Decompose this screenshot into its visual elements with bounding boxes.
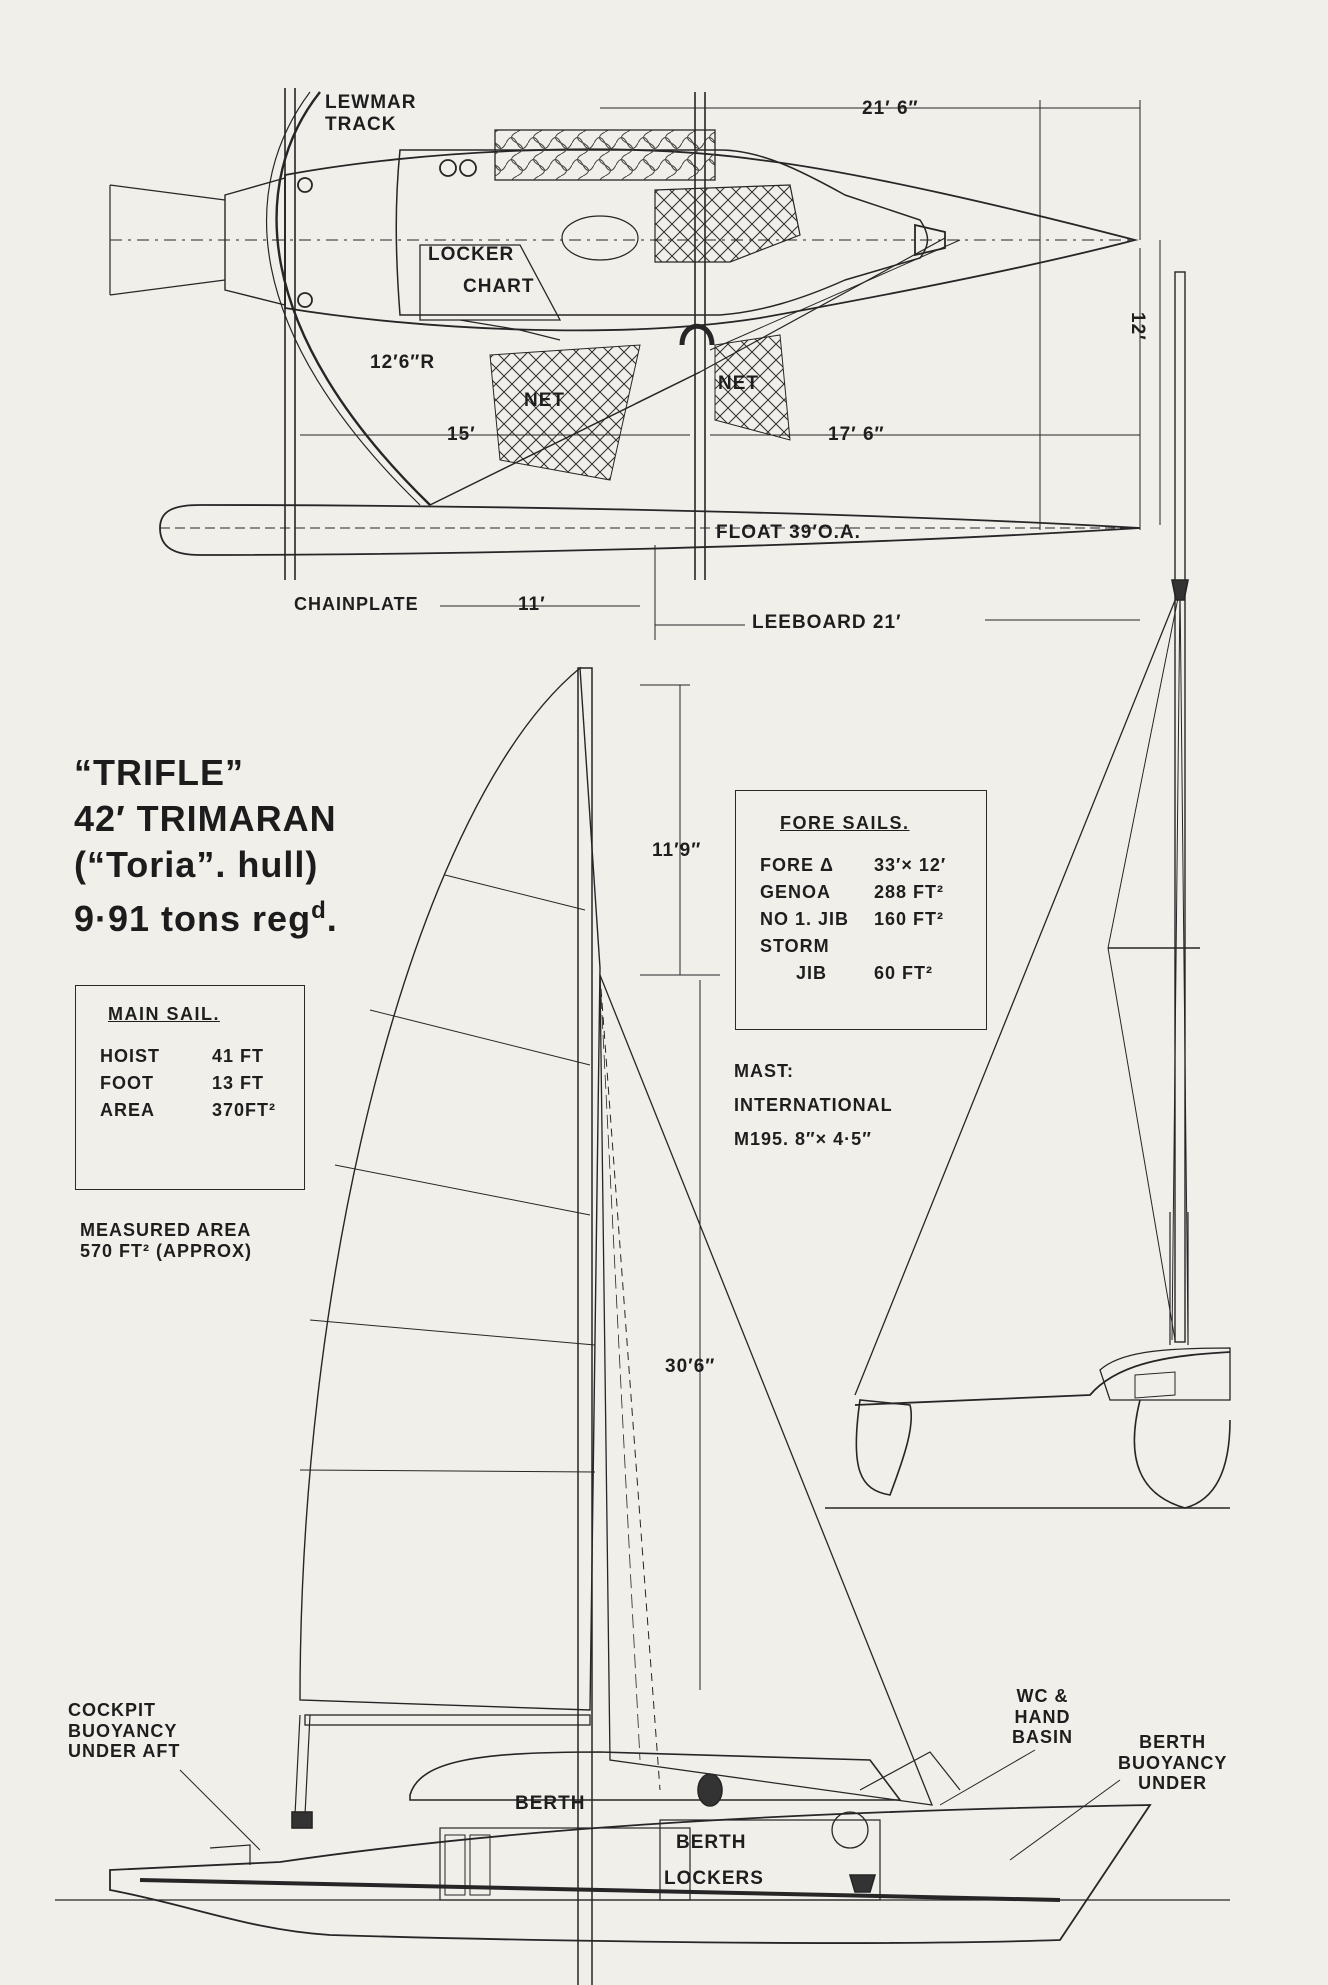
drawing-title: “TRIFLE” 42′ TRIMARAN (“Toria”. hull) 9·… [74, 750, 338, 942]
fore-sails-row-label: FORE Δ [760, 855, 834, 875]
label-leeboard: LEEBOARD 21′ [752, 612, 902, 633]
side-profile [55, 666, 1230, 1985]
label-lockers: LOCKERS [664, 1868, 764, 1889]
title-line2: 42′ TRIMARAN [74, 798, 337, 839]
label-net-right: NET [718, 373, 759, 394]
label-wc-line1: WC & [1016, 1686, 1069, 1706]
title-line4-end: . [326, 898, 338, 939]
title-line4-sup: d [311, 897, 327, 924]
dim-17-6: 17′ 6″ [828, 424, 885, 445]
mast-line2: INTERNATIONAL [734, 1095, 893, 1115]
fore-sails-row: JIB 60 FT² [760, 960, 946, 987]
fore-sails-row: NO 1. JIB 160 FT² [760, 906, 946, 933]
front-elevation [825, 271, 1231, 1509]
main-sail-row-value: 41 FT [212, 1046, 265, 1066]
main-sail-row: HOIST 41 FT [100, 1043, 276, 1070]
label-cockpit-line1: COCKPIT [68, 1700, 156, 1720]
fore-sails-row-label: STORM [760, 936, 830, 956]
plan-view [109, 88, 1161, 640]
dim-15: 15′ [447, 424, 476, 445]
dim-radius: 12′6″R [370, 352, 436, 373]
main-sail-row-label: AREA [100, 1100, 156, 1120]
label-chainplate: CHAINPLATE [294, 594, 419, 614]
title-line3: (“Toria”. hull) [74, 844, 319, 885]
measured-area-line2: 570 FT² (APPROX) [80, 1240, 253, 1261]
main-sail-heading: MAIN SAIL. [108, 1004, 220, 1024]
label-chart: CHART [463, 276, 535, 297]
main-sail-box: MAIN SAIL. HOIST 41 FT FOOT 13 FT AREA 370F… [75, 985, 305, 1190]
label-wc-line3: BASIN [1012, 1727, 1074, 1748]
main-sail-row-label: HOIST [100, 1046, 161, 1066]
main-sail-table: HOIST 41 FT FOOT 13 FT AREA 370FT² [100, 1043, 276, 1124]
fore-sails-row-value: 160 FT² [874, 909, 945, 929]
label-cockpit-line2: BUOYANCY [68, 1720, 178, 1741]
main-sail-row-value: 13 FT [212, 1073, 265, 1093]
fore-sails-row-value [874, 933, 946, 960]
fore-sails-row-value: 33′× 12′ [874, 855, 947, 875]
measured-area-line1: MEASURED AREA [80, 1220, 252, 1240]
title-line1: “TRIFLE” [74, 752, 244, 793]
main-sail-row-value: 370FT² [212, 1100, 277, 1120]
fore-sails-row: GENOA 288 FT² [760, 879, 946, 906]
dim-11: 11′ [518, 594, 546, 615]
fore-sails-row-value: 288 FT² [874, 882, 945, 902]
fore-sails-table: FORE Δ 33′× 12′ GENOA 288 FT² NO 1. JIB 160… [760, 852, 946, 987]
fore-sails-row: FORE Δ 33′× 12′ [760, 852, 946, 879]
dim-11-9: 11′9″ [652, 840, 702, 861]
fore-sails-row: STORM [760, 933, 946, 960]
mast-line1: MAST: [734, 1061, 794, 1081]
main-sail-row-label: FOOT [100, 1073, 154, 1093]
label-bb-line2: BUOYANCY [1118, 1752, 1228, 1773]
main-sail-row: FOOT 13 FT [100, 1070, 276, 1097]
dim-12: 12′ [1127, 312, 1148, 341]
title-line4: 9·91 tons regd. [74, 888, 338, 942]
label-lewmar-line2: TRACK [325, 113, 397, 135]
label-locker: LOCKER [428, 244, 515, 265]
title-line4-text: 9·91 tons reg [74, 898, 312, 939]
label-lewmar-line1: LEWMAR [325, 92, 417, 113]
fore-sails-row-label: NO 1. JIB [760, 909, 850, 929]
fore-sails-box: FORE SAILS. FORE Δ 33′× 12′ GENOA 288 FT² … [735, 790, 987, 1030]
fore-sails-row-label: GENOA [760, 882, 832, 902]
main-sail-row: AREA 370FT² [100, 1097, 276, 1124]
dim-30-6: 30′6″ [665, 1356, 716, 1377]
mast-spec: MAST: INTERNATIONAL M195. 8″× 4·5″ [734, 1054, 893, 1156]
label-wc-line2: HAND [1014, 1706, 1071, 1727]
fore-sails-row-value: 60 FT² [874, 963, 934, 983]
label-berth-lower: BERTH [676, 1832, 747, 1853]
label-float: FLOAT 39′O.A. [716, 522, 861, 543]
label-bb-line1: BERTH [1139, 1732, 1207, 1752]
fore-sails-heading: FORE SAILS. [780, 813, 910, 833]
label-net-left: NET [524, 390, 565, 411]
mast-line3: M195. 8″× 4·5″ [734, 1129, 872, 1149]
label-cockpit-line3: UNDER AFT [68, 1741, 181, 1762]
fore-sails-row-label: JIB [796, 963, 828, 983]
dim-21-6: 21′ 6″ [862, 98, 919, 119]
label-berth-upper: BERTH [515, 1793, 586, 1814]
label-bb-line3: UNDER [1138, 1773, 1208, 1794]
